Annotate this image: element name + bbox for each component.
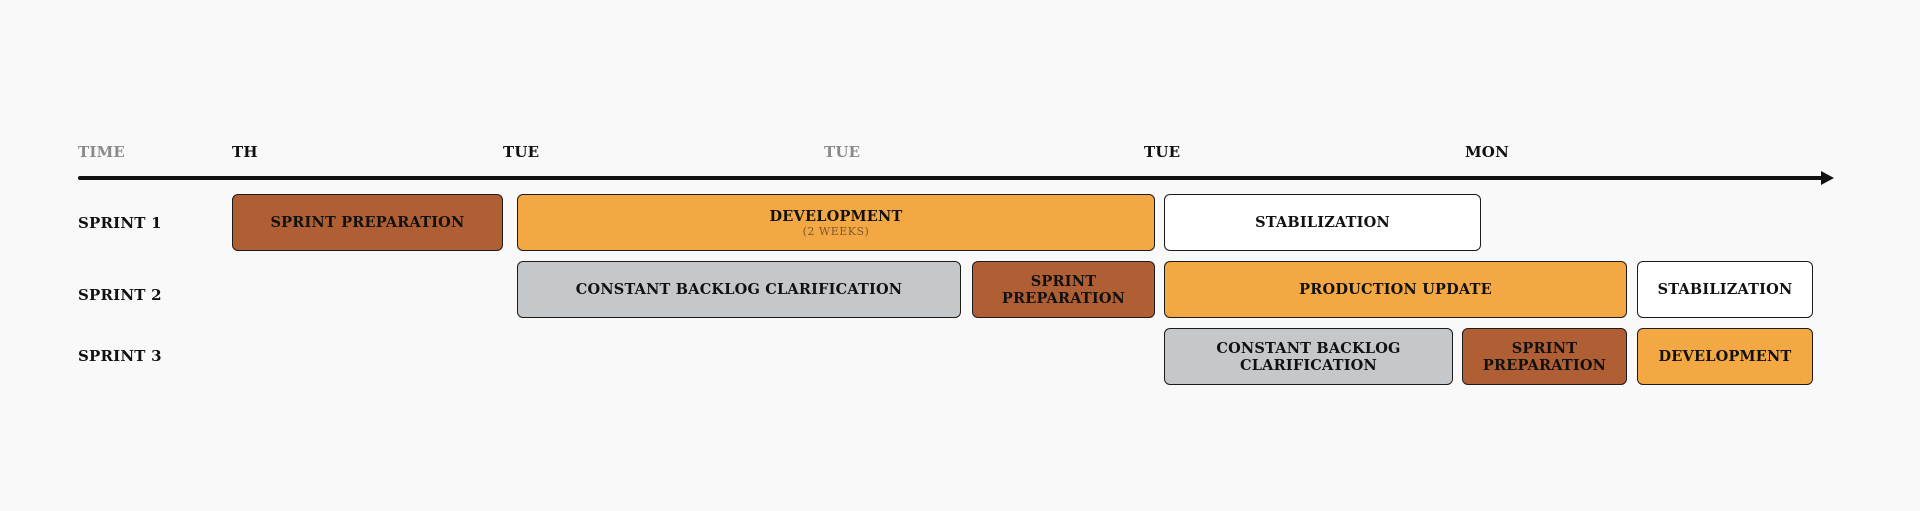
sprint-2-production-update-block: PRODUCTION UPDATE [1164,261,1627,318]
block-label-line-2: PREPARATION [1001,289,1126,307]
tick-label-tuesday-3: TUE [1144,143,1181,161]
block-label: PRODUCTION UPDATE [1299,281,1492,298]
row-label-sprint-3: SPRINT 3 [78,347,162,365]
block-label: SPRINT PREPARATION [270,214,465,231]
sprint-3-development-block: DEVELOPMENT [1637,328,1813,385]
sprint-2-preparation-block: SPRINT PREPARATION [972,261,1155,318]
sprint-2-stabilization-block: STABILIZATION [1637,261,1813,318]
row-label-sprint-1: SPRINT 1 [78,214,162,232]
block-label-line-1: SPRINT [1511,339,1578,357]
sprint-1-preparation-block: SPRINT PREPARATION [232,194,503,251]
tick-label-tuesday-2: TUE [824,143,861,161]
tick-label-monday: MON [1465,143,1509,161]
block-label-line-2: PREPARATION [1482,356,1607,374]
block-label-line-1: CONSTANT BACKLOG [1216,339,1401,357]
block-label: CONSTANT BACKLOG CLARIFICATION [575,281,903,298]
sprint-1-stabilization-block: STABILIZATION [1164,194,1481,251]
block-duration: (2 WEEKS) [802,224,870,238]
timeline-arrow-icon [1821,171,1834,185]
tick-label-thursday: TH [232,143,258,161]
sprint-3-preparation-block: SPRINT PREPARATION [1462,328,1627,385]
sprint-1-development-block: DEVELOPMENT (2 WEEKS) [517,194,1155,251]
block-label: STABILIZATION [1255,214,1390,231]
sprint-3-backlog-clarification-block: CONSTANT BACKLOG CLARIFICATION [1164,328,1453,385]
block-label: STABILIZATION [1657,281,1793,298]
block-label: DEVELOPMENT [769,207,903,225]
timeline-axis [78,176,1827,180]
time-axis-label: TIME [78,143,126,161]
sprint-2-backlog-clarification-block: CONSTANT BACKLOG CLARIFICATION [517,261,961,318]
block-label-line-1: SPRINT [1030,272,1097,290]
block-label-line-2: CLARIFICATION [1240,356,1377,374]
row-label-sprint-2: SPRINT 2 [78,286,162,304]
block-label: DEVELOPMENT [1658,348,1792,365]
tick-label-tuesday-1: TUE [503,143,540,161]
